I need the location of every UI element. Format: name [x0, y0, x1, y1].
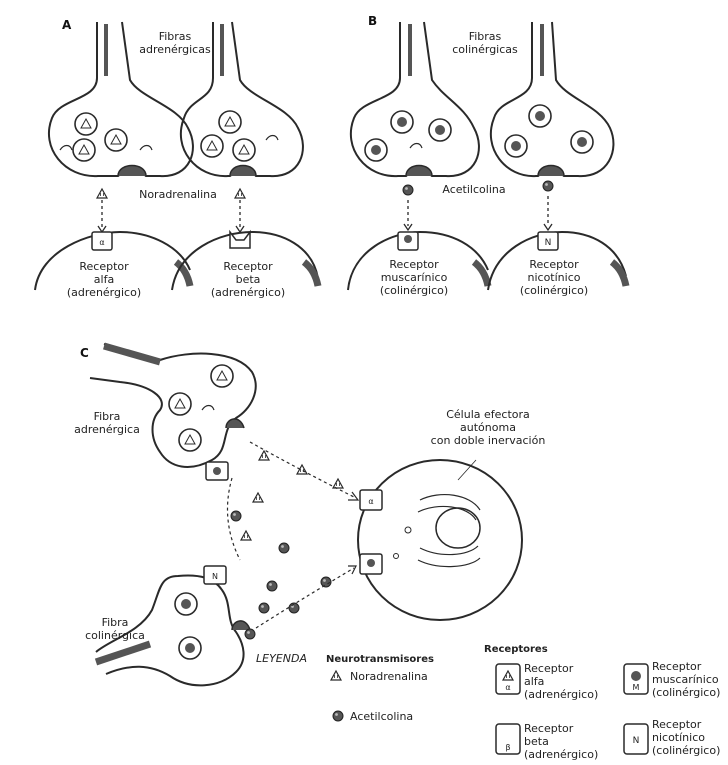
label-fibra-adrenergica: Fibra adrenérgica: [62, 410, 152, 436]
panel-label-c: C: [80, 346, 89, 360]
svg-text:N: N: [633, 736, 640, 746]
label-receptor-alfa: Receptor alfa (adrenérgico): [58, 260, 150, 299]
svg-text:α: α: [368, 497, 373, 506]
legend-receptors-title: Receptores: [484, 644, 548, 655]
label-noradrenalina: Noradrenalina: [128, 188, 228, 201]
svg-text:α: α: [505, 683, 510, 692]
svg-text:M: M: [633, 683, 640, 692]
legend-receptor-beta: Receptor beta (adrenérgico): [524, 722, 614, 761]
label-fibras-colinergicas: Fibras colinérgicas: [440, 30, 530, 56]
legend-neuro-noradrenalina: Noradrenalina: [350, 670, 460, 683]
label-celula-efectora: Célula efectora autónoma con doble inerv…: [418, 408, 558, 447]
panel-label-b: B: [368, 14, 377, 28]
label-receptor-beta: Receptor beta (adrenérgico): [202, 260, 294, 299]
legend-neuro-title: Neurotransmisores: [326, 654, 434, 665]
svg-text:N: N: [212, 572, 218, 581]
panel-label-a: A: [62, 18, 71, 32]
panel-c-effector-cell: α: [358, 460, 522, 620]
svg-text:N: N: [545, 238, 552, 248]
legend-receptor-alfa: Receptor alfa (adrenérgico): [524, 662, 614, 701]
label-fibras-adrenergicas: Fibras adrenérgicas: [130, 30, 220, 56]
label-receptor-nicotinico: Receptor nicotínico (colinérgico): [506, 258, 602, 297]
panel-c-transmitter-flow: [228, 442, 359, 639]
svg-text:α: α: [99, 238, 104, 247]
label-acetilcolina: Acetilcolina: [424, 183, 524, 196]
legend-receptor-nicotinico: Receptor nicotínico (colinérgico): [652, 718, 726, 757]
legend-title: LEYENDA: [256, 652, 326, 665]
svg-text:β: β: [505, 743, 510, 752]
legend-neuro-acetilcolina: Acetilcolina: [350, 710, 460, 723]
legend-receptor-muscarinico: Receptor muscarínico (colinérgico): [652, 660, 726, 699]
label-receptor-muscarinico: Receptor muscarínico (colinérgico): [366, 258, 462, 297]
label-fibra-colinergica: Fibra colinérgica: [72, 616, 158, 642]
